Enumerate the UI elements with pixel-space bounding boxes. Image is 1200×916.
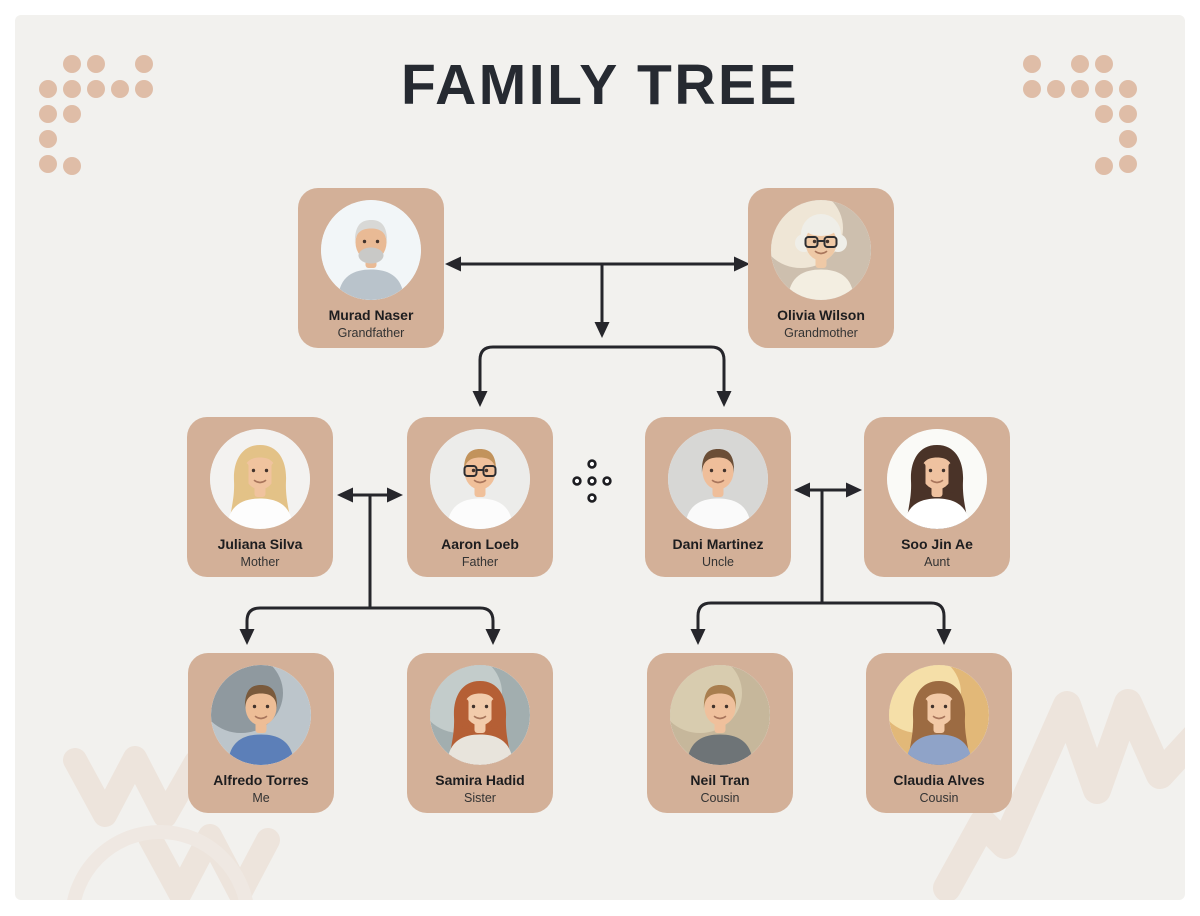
person-card-father: Aaron Loeb Father [407,417,553,577]
person-name: Alfredo Torres [213,772,309,788]
page-title: FAMILY TREE [400,53,800,117]
person-card-aunt: Soo Jin Ae Aunt [864,417,1010,577]
photo-murad-naser [321,200,421,300]
person-relation: Aunt [924,555,950,569]
person-card-me: Alfredo Torres Me [188,653,334,813]
photo-claudia-alves [889,665,989,765]
photo-alfredo-torres [211,665,311,765]
person-name: Murad Naser [328,307,414,323]
person-relation: Me [252,791,270,805]
person-relation: Mother [240,555,280,569]
person-card-cousin-claudia: Claudia Alves Cousin [866,653,1012,813]
person-name: Aaron Loeb [441,536,519,552]
photo-neil-tran [670,665,770,765]
person-relation: Grandmother [784,326,858,340]
person-card-mother: Juliana Silva Mother [187,417,333,577]
photo-olivia-wilson [771,200,871,300]
person-relation: Father [461,555,499,569]
person-relation: Uncle [702,555,734,569]
person-relation: Grandfather [337,326,405,340]
person-name: Dani Martinez [672,536,764,552]
photo-aaron-loeb [430,429,530,529]
person-name: Neil Tran [690,772,750,788]
person-name: Juliana Silva [217,536,303,552]
person-card-grandmother: Olivia Wilson Grandmother [748,188,894,348]
person-name: Claudia Alves [893,772,985,788]
person-relation: Cousin [919,791,959,805]
photo-soo-jin-ae [887,429,987,529]
person-name: Soo Jin Ae [901,536,973,552]
person-name: Olivia Wilson [777,307,865,323]
photo-juliana-silva [210,429,310,529]
photo-samira-hadid [430,665,530,765]
person-relation: Sister [464,791,496,805]
person-card-uncle: Dani Martinez Uncle [645,417,791,577]
photo-dani-martinez [668,429,768,529]
person-name: Samira Hadid [435,772,525,788]
person-card-cousin-neil: Neil Tran Cousin [647,653,793,813]
person-card-sister: Samira Hadid Sister [407,653,553,813]
person-card-grandfather: Murad Naser Grandfather [298,188,444,348]
person-relation: Cousin [700,791,740,805]
